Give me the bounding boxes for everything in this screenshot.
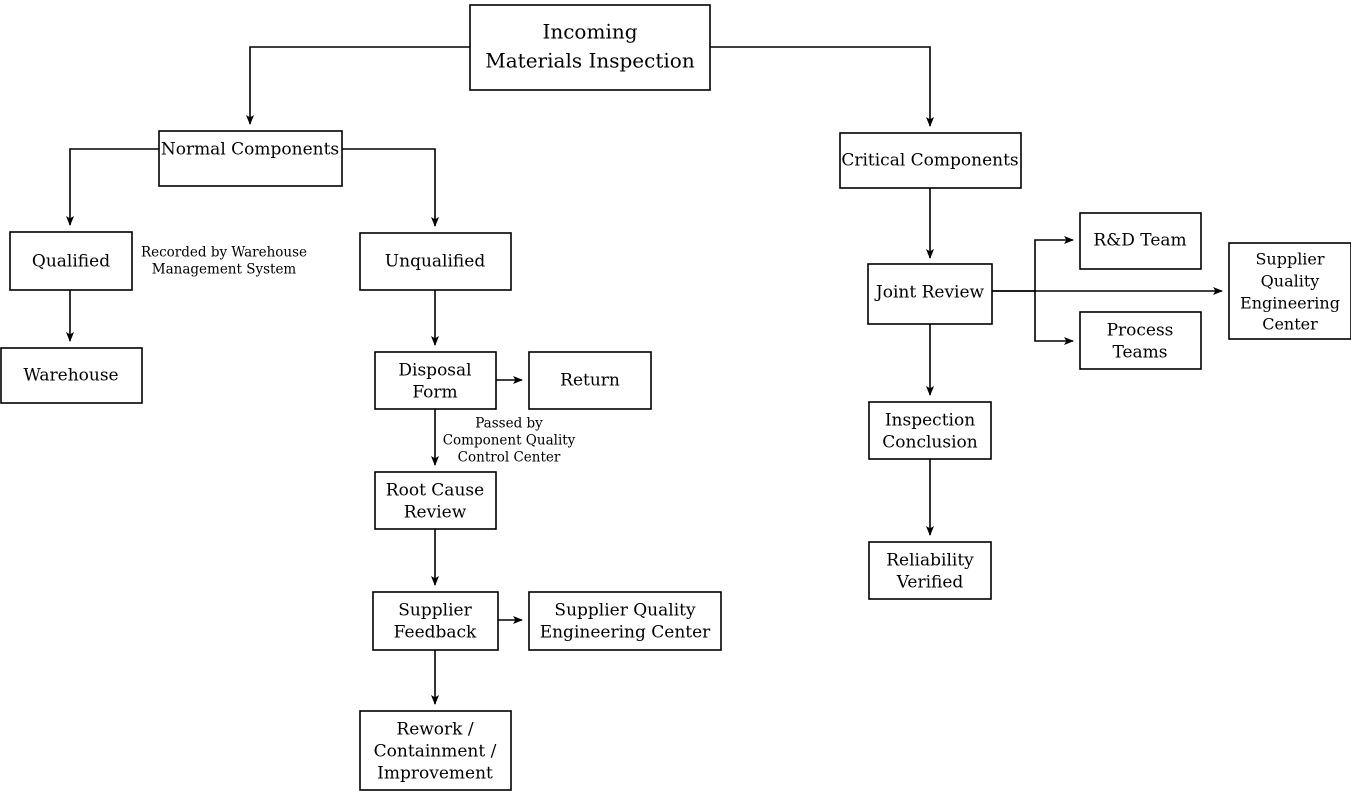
node-reliability-verified[interactable]: Reliability Verified	[868, 541, 992, 600]
edge-incoming-to-normal	[246, 46, 470, 125]
node-sqec-bottom-label-line2: Engineering Center	[540, 623, 711, 643]
node-process-teams-label-line1: Process	[1107, 321, 1174, 341]
node-sqec-bottom[interactable]: Supplier Quality Engineering Center	[528, 591, 722, 651]
node-rework-rect[interactable]	[359, 710, 512, 791]
node-rd-team-label: R&D Team	[1093, 231, 1186, 251]
node-inspection-conclusion-label-line2: Conclusion	[882, 433, 977, 453]
node-disposal-form-label-line1: Disposal	[398, 361, 471, 381]
node-incoming-materials-inspection[interactable]: Incoming Materials Inspection	[469, 4, 711, 91]
node-sqec-right[interactable]: Supplier Quality Engineering Center	[1228, 242, 1351, 340]
edge-label-disposal-pass-line2: Component Quality	[443, 433, 576, 449]
node-rework-label-line1: Rework /	[396, 720, 473, 740]
edge-normal-to-qualified	[66, 148, 159, 226]
node-normal-components-label: Normal Components	[161, 140, 339, 160]
node-inspection-conclusion-label-line1: Inspection	[885, 411, 975, 431]
node-root-cause-review-rect[interactable]	[374, 471, 497, 530]
node-sqec-right-label-line2: Quality	[1261, 272, 1320, 291]
edge-label-warehouse-record: Recorded by Warehouse Management System	[141, 245, 307, 278]
node-incoming-rect[interactable]	[469, 4, 711, 91]
node-sqec-bottom-label-line1: Supplier Quality	[554, 601, 696, 621]
node-rework-containment-improvement[interactable]: Rework / Containment / Improvement	[359, 710, 512, 791]
node-rework-label-line2: Containment /	[374, 742, 497, 762]
node-return[interactable]: Return	[528, 351, 652, 410]
node-rd-team-rect[interactable]	[1079, 212, 1202, 270]
node-sqec-bottom-rect[interactable]	[528, 591, 722, 651]
node-inspection-conclusion[interactable]: Inspection Conclusion	[868, 401, 992, 460]
node-normal-components[interactable]: Normal Components	[158, 130, 343, 187]
edge-incoming-to-critical	[710, 46, 934, 127]
edge-label-warehouse-record-line2: Management System	[152, 262, 297, 278]
node-process-teams[interactable]: Process Teams	[1079, 311, 1202, 370]
node-joint-review-label: Joint Review	[874, 283, 985, 303]
edge-label-disposal-pass-line1: Passed by	[475, 416, 543, 432]
node-rework-label-line3: Improvement	[377, 764, 493, 784]
node-qualified-rect[interactable]	[9, 231, 133, 291]
node-process-teams-label-line2: Teams	[1112, 343, 1167, 363]
node-sqec-right-label-line1: Supplier	[1255, 250, 1324, 269]
edge-label-disposal-pass-line3: Control Center	[458, 450, 561, 466]
node-sqec-right-rect[interactable]	[1228, 242, 1351, 340]
node-supplier-feedback[interactable]: Supplier Feedback	[372, 591, 499, 651]
node-sqec-right-label-line3: Engineering	[1240, 294, 1340, 313]
node-critical-components-rect[interactable]	[839, 132, 1022, 189]
edge-joint-review-to-rd-team	[992, 236, 1074, 292]
node-incoming-label-line2: Materials Inspection	[485, 49, 695, 73]
node-return-label: Return	[560, 371, 620, 391]
node-supplier-feedback-label-line2: Feedback	[394, 623, 477, 643]
node-critical-components[interactable]: Critical Components	[839, 132, 1022, 189]
node-joint-review-rect[interactable]	[867, 263, 993, 325]
node-sqec-right-label-line4: Center	[1262, 315, 1318, 334]
node-warehouse[interactable]: Warehouse	[0, 347, 143, 404]
node-disposal-form[interactable]: Disposal Form	[374, 351, 497, 410]
node-inspection-conclusion-rect[interactable]	[868, 401, 992, 460]
node-unqualified-label: Unqualified	[385, 252, 486, 272]
node-rd-team[interactable]: R&D Team	[1079, 212, 1202, 270]
node-return-rect[interactable]	[528, 351, 652, 410]
node-unqualified[interactable]: Unqualified	[359, 232, 512, 291]
node-critical-components-label: Critical Components	[841, 151, 1018, 171]
node-qualified-label: Qualified	[32, 252, 110, 272]
node-reliability-verified-rect[interactable]	[868, 541, 992, 600]
node-root-cause-review-label-line2: Review	[404, 503, 467, 523]
node-disposal-form-rect[interactable]	[374, 351, 497, 410]
node-root-cause-review-label-line1: Root Cause	[386, 481, 484, 501]
edge-normal-to-unqualified	[342, 148, 439, 227]
node-supplier-feedback-label-line1: Supplier	[398, 601, 472, 621]
node-supplier-feedback-rect[interactable]	[372, 591, 499, 651]
edge-joint-review-to-process-teams	[1034, 291, 1074, 345]
node-qualified[interactable]: Qualified	[9, 231, 133, 291]
node-normal-components-rect[interactable]	[158, 130, 343, 187]
node-reliability-verified-label-line2: Verified	[896, 573, 964, 593]
node-unqualified-rect[interactable]	[359, 232, 512, 291]
node-warehouse-label: Warehouse	[23, 366, 118, 386]
node-root-cause-review[interactable]: Root Cause Review	[374, 471, 497, 530]
node-warehouse-rect[interactable]	[0, 347, 143, 404]
node-joint-review[interactable]: Joint Review	[867, 263, 993, 325]
edge-label-warehouse-record-line1: Recorded by Warehouse	[141, 245, 307, 261]
edge-label-disposal-pass: Passed by Component Quality Control Cent…	[443, 416, 576, 466]
node-process-teams-rect[interactable]	[1079, 311, 1202, 370]
node-disposal-form-label-line2: Form	[412, 383, 457, 403]
node-incoming-label-line1: Incoming	[542, 20, 637, 44]
node-reliability-verified-label-line1: Reliability	[886, 551, 974, 571]
